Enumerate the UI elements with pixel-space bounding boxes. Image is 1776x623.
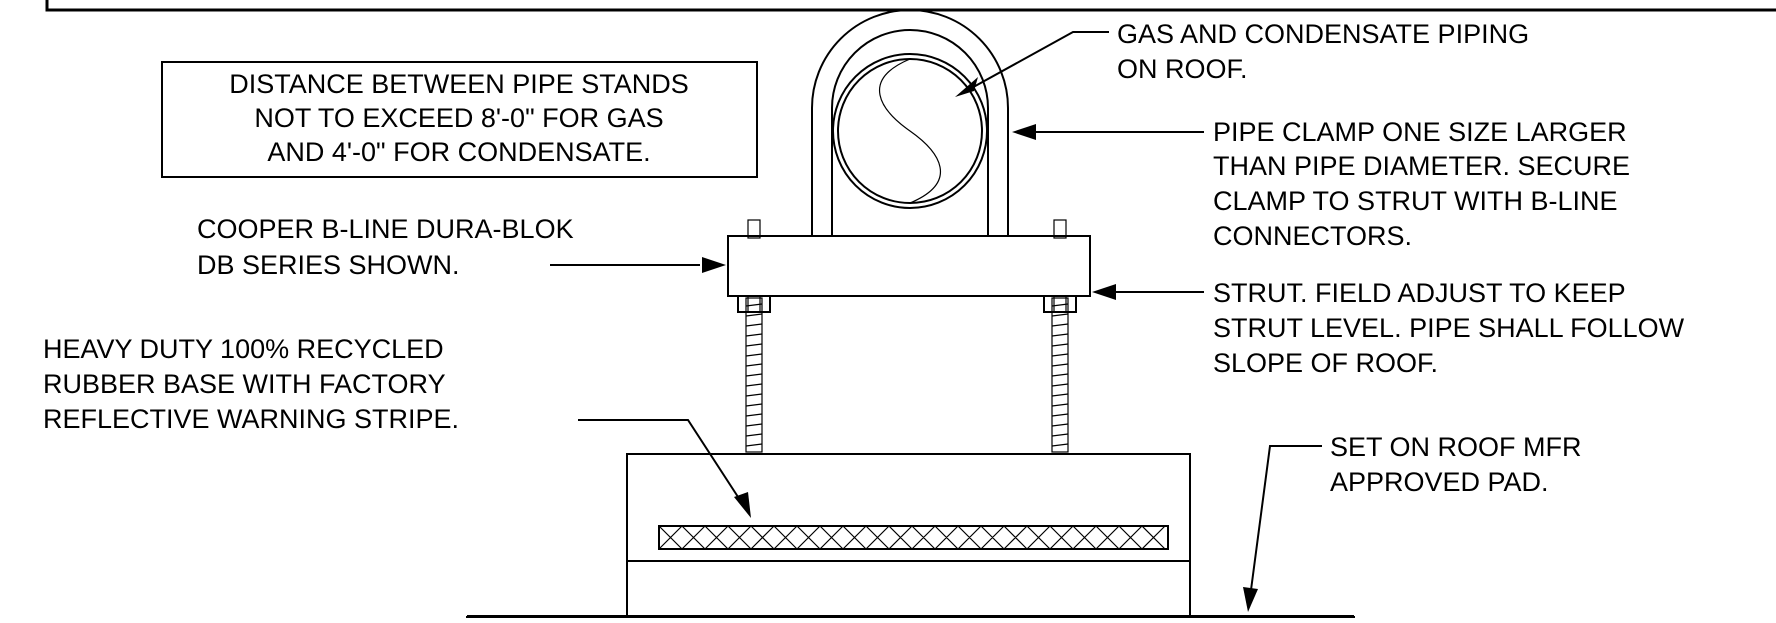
strut-note-line-3: SLOPE OF ROOF.	[1213, 348, 1438, 378]
rubber-note-line-3: REFLECTIVE WARNING STRIPE.	[43, 404, 459, 434]
gas-note-line-1: GAS AND CONDENSATE PIPING	[1117, 19, 1529, 49]
threaded-rod-left	[745, 219, 763, 453]
strut-note-line-2: STRUT LEVEL. PIPE SHALL FOLLOW	[1213, 313, 1685, 343]
clamp-note-line-3: CLAMP TO STRUT WITH B-LINE	[1213, 186, 1618, 216]
clamp-leader	[1012, 124, 1204, 140]
drawing-frame-border	[45, 0, 1776, 12]
nut-left	[737, 295, 771, 313]
cooper-leader	[550, 257, 726, 273]
strut-note-line-1: STRUT. FIELD ADJUST TO KEEP	[1213, 278, 1626, 308]
pad-leader	[1243, 445, 1322, 612]
rubber-leader	[578, 419, 751, 518]
distance-note-line-1: DISTANCE BETWEEN PIPE STANDS	[229, 69, 689, 99]
gas-note-line-2: ON ROOF.	[1117, 54, 1248, 84]
distance-note-line-3: AND 4'-0" FOR CONDENSATE.	[267, 137, 650, 167]
cooper-note-line-2: DB SERIES SHOWN.	[197, 250, 460, 280]
pipe-section	[832, 53, 988, 209]
pipe-clamp	[811, 9, 1009, 236]
strut	[727, 235, 1091, 297]
distance-note-box	[161, 61, 758, 178]
gas-leader	[955, 31, 1109, 97]
pad-note-line-1: SET ON ROOF MFR	[1330, 432, 1582, 462]
distance-note-line-2: NOT TO EXCEED 8'-0" FOR GAS	[254, 103, 663, 133]
pad-note-line-2: APPROVED PAD.	[1330, 467, 1549, 497]
clamp-note-line-2: THAN PIPE DIAMETER. SECURE	[1213, 151, 1630, 181]
cooper-note-line-1: COOPER B-LINE DURA-BLOK	[197, 214, 574, 244]
rubber-note-line-1: HEAVY DUTY 100% RECYCLED	[43, 334, 444, 364]
nut-right	[1043, 295, 1077, 313]
clamp-note-line-1: PIPE CLAMP ONE SIZE LARGER	[1213, 117, 1627, 147]
threaded-rod-right	[1051, 219, 1069, 453]
strut-leader	[1092, 284, 1204, 300]
rubber-note-line-2: RUBBER BASE WITH FACTORY	[43, 369, 446, 399]
clamp-note-line-4: CONNECTORS.	[1213, 221, 1412, 251]
reflective-warning-stripe	[658, 525, 1169, 550]
